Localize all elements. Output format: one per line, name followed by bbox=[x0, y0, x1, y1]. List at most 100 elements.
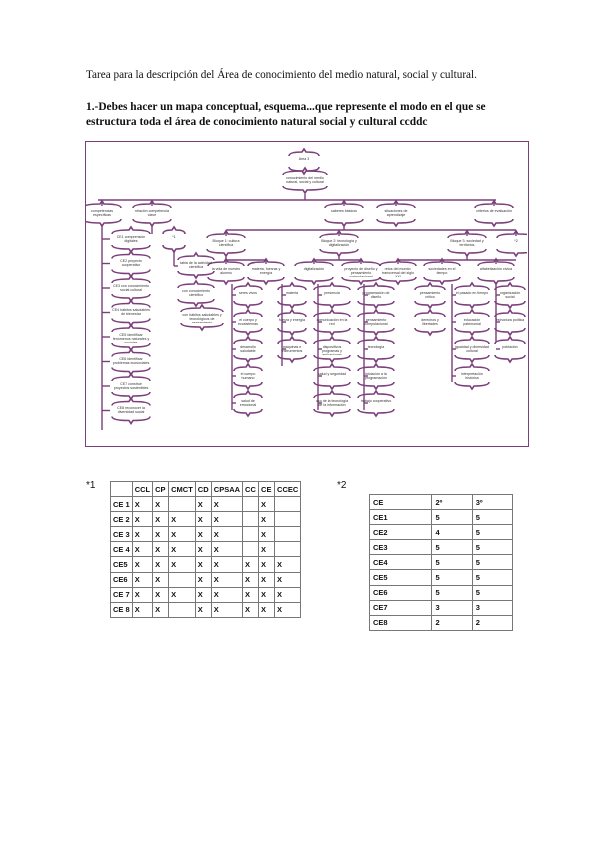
subbloque-node: retos del mundo: transversal del siglo X… bbox=[382, 266, 414, 277]
table-cell: X bbox=[274, 571, 302, 588]
table1-marker: *1 bbox=[86, 480, 96, 491]
table-cell: X bbox=[168, 541, 196, 558]
column-header: CMCT bbox=[168, 480, 196, 498]
node-bracket bbox=[477, 276, 515, 286]
node-bracket bbox=[86, 218, 122, 228]
ce-node: CE3 con conocimiento social cultural bbox=[113, 283, 149, 292]
node-bracket bbox=[282, 185, 328, 195]
node-bracket bbox=[454, 308, 490, 318]
row-label: CE 4 bbox=[110, 541, 133, 558]
table-cell: 5 bbox=[431, 554, 473, 571]
node-bracket bbox=[454, 362, 490, 372]
node-bracket bbox=[294, 276, 334, 286]
column-header: 2º bbox=[431, 493, 473, 511]
root-subtitle-node: conocimiento del medio natural, social y… bbox=[286, 175, 324, 184]
level1-node: criterios de evaluación bbox=[476, 208, 512, 213]
table-cell: X bbox=[258, 601, 276, 618]
node-bracket bbox=[357, 281, 395, 291]
table-cell: 4 bbox=[431, 524, 473, 541]
table-cell: X bbox=[194, 556, 212, 573]
column-header: CC bbox=[242, 480, 260, 498]
table-cell bbox=[242, 511, 260, 528]
table-cell bbox=[242, 541, 260, 558]
node-bracket bbox=[233, 308, 263, 318]
node-bracket bbox=[494, 327, 526, 337]
table-cell: X bbox=[152, 526, 170, 543]
node-bracket bbox=[341, 257, 381, 267]
row-label: CE 7 bbox=[110, 586, 133, 603]
subbloque-node: la vida de nuestro alumno bbox=[211, 266, 241, 275]
node-bracket bbox=[357, 335, 395, 345]
table-cell: X bbox=[274, 556, 302, 573]
node-bracket bbox=[414, 308, 446, 318]
table-cell: X bbox=[242, 586, 260, 603]
task-heading: 1.-Debes hacer un mapa conceptual, esque… bbox=[86, 101, 486, 128]
node-bracket bbox=[111, 225, 151, 235]
node-bracket bbox=[423, 257, 461, 267]
row-label: CE 1 bbox=[110, 496, 133, 513]
node-bracket bbox=[454, 335, 490, 345]
table-cell: 2 bbox=[471, 614, 514, 631]
node-bracket bbox=[207, 276, 245, 286]
node-bracket bbox=[313, 308, 351, 318]
node-bracket bbox=[177, 298, 215, 308]
level1-node: situaciones de aprendizaje bbox=[384, 208, 408, 217]
table-cell bbox=[274, 541, 302, 558]
table-cell: X bbox=[242, 571, 260, 588]
item-node: estructura política bbox=[495, 317, 525, 322]
node-bracket bbox=[277, 327, 307, 337]
root-node: Área 3 bbox=[298, 156, 310, 161]
node-bracket bbox=[447, 248, 487, 258]
bloque-node: Bloque 2: tecnología y digitalización bbox=[321, 238, 357, 247]
table-cell bbox=[242, 526, 260, 543]
node-bracket bbox=[313, 354, 351, 364]
intro-text: Tarea para la descripción del Área de co… bbox=[86, 69, 477, 81]
row-label: CE7 bbox=[368, 599, 433, 616]
row-label: CE 2 bbox=[110, 511, 133, 528]
node-bracket bbox=[207, 257, 245, 267]
table-cell: X bbox=[210, 496, 244, 513]
node-bracket bbox=[206, 229, 246, 239]
node-bracket bbox=[111, 348, 151, 357]
ce-node: CE2 proyecto cooperativo bbox=[120, 259, 142, 268]
table-cell bbox=[242, 496, 260, 513]
node-bracket bbox=[313, 408, 351, 418]
table-cell: X bbox=[242, 601, 260, 618]
table-cell: 5 bbox=[471, 554, 514, 571]
item-node: derechos y libertades bbox=[421, 317, 439, 326]
column-header: CCEC bbox=[274, 480, 302, 498]
item-node: trabajo cooperativo bbox=[360, 398, 392, 403]
node-bracket bbox=[277, 354, 307, 364]
table-cell: X bbox=[258, 511, 276, 528]
node-bracket bbox=[111, 397, 151, 406]
table-cell: 5 bbox=[471, 539, 514, 556]
node-bracket bbox=[162, 244, 186, 254]
node-bracket bbox=[180, 322, 224, 332]
node-bracket bbox=[177, 279, 215, 289]
table-cell bbox=[168, 601, 196, 618]
node-bracket bbox=[132, 199, 172, 209]
table-cell: X bbox=[258, 541, 276, 558]
node-bracket bbox=[111, 416, 151, 425]
item-node: uso de la tecnología de la información bbox=[315, 398, 349, 407]
ce-node: CE7 construir proyectos sostenibles bbox=[113, 381, 149, 390]
node-bracket bbox=[277, 308, 307, 318]
node-bracket bbox=[277, 281, 307, 291]
item-node: población bbox=[502, 344, 518, 349]
table-cell: 5 bbox=[431, 539, 473, 556]
node-bracket bbox=[379, 276, 417, 286]
node-bracket bbox=[180, 303, 224, 313]
ce-node: CE5 identificar fenómenos naturales y so… bbox=[112, 332, 150, 343]
table-cell: X bbox=[258, 556, 276, 573]
column-header: CD bbox=[194, 480, 212, 498]
row-label: CE1 bbox=[368, 509, 433, 526]
node-bracket bbox=[313, 362, 351, 372]
